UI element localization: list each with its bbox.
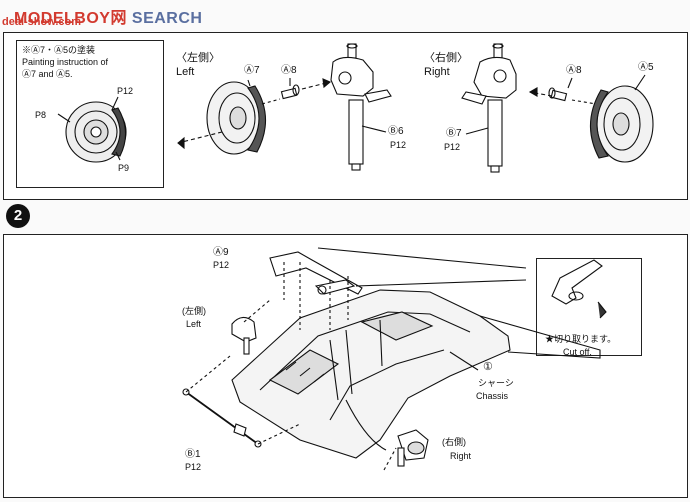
inset-leader-p12 [111, 96, 119, 111]
right-mount-en: Right [450, 451, 472, 461]
left-mount-jp: (左側) [182, 306, 206, 316]
inset-brake-disc-icon [65, 101, 127, 163]
inset-leader-p8 [57, 113, 71, 123]
right-label-jp: 〈右側〉 [424, 52, 468, 64]
cut-detail-leaders [317, 247, 527, 287]
inset-callout-p9: P9 [118, 163, 130, 173]
left-part-b6: Ⓑ6 [388, 126, 404, 137]
left-hub-icon [231, 316, 257, 355]
right-hub-icon [397, 429, 429, 467]
paint-b1: P12 [185, 462, 202, 472]
left-knuckle-icon [330, 43, 392, 171]
left-part-a7: Ⓐ7 [244, 65, 260, 76]
right-bolt-leader [571, 99, 597, 105]
left-part-a8: Ⓐ8 [281, 65, 297, 76]
part-a9: Ⓐ9 [213, 247, 229, 258]
b1-drop-lines [185, 355, 301, 445]
chassis-jp: シャーシ [478, 378, 514, 388]
right-part-a5: Ⓐ5 [638, 62, 654, 73]
cut-note-en: Cut off. [563, 347, 592, 357]
part-b1: Ⓑ1 [185, 449, 201, 460]
right-hub-leader [383, 447, 397, 471]
leader-a8-right [567, 77, 573, 89]
watermark-search: SEARCH [131, 10, 203, 27]
leader-b7 [465, 127, 489, 135]
chassis-body-icon [231, 289, 601, 459]
left-brake-disc-icon [206, 81, 267, 155]
step2-number: 2 [6, 204, 30, 228]
right-part-b7: Ⓑ7 [446, 128, 462, 139]
cut-note-jp: ★切り取ります。 [545, 334, 617, 344]
inset-callout-p8: P8 [35, 110, 47, 120]
right-knuckle-icon [461, 43, 517, 173]
inset-title-parts: Ⓐ7 and Ⓐ5. [22, 69, 73, 79]
inset-title-en: Painting instruction of [22, 57, 109, 67]
right-brake-disc-icon [589, 85, 654, 163]
inset-callout-p12: P12 [117, 86, 134, 96]
right-mount-jp: (右側) [442, 437, 466, 447]
watermark-logo: MODELBOY网 SEARCH [14, 4, 202, 28]
left-label-en: Left [176, 66, 195, 78]
cut-detail-part-icon [551, 259, 607, 319]
left-paint-b6: P12 [390, 140, 407, 150]
a9-drop-lines [283, 262, 349, 330]
left-bolt-leader [261, 98, 281, 105]
leader-b6 [361, 125, 387, 133]
watermark-sub: deal-show.com [2, 16, 82, 28]
inset-title-jp: ※Ⓐ7・Ⓐ5の塗装 [22, 45, 96, 55]
chassis-leader [449, 351, 479, 371]
a9-bracket-icon [269, 251, 363, 295]
left-mount-en: Left [186, 319, 202, 329]
leader-a7 [247, 79, 251, 87]
chassis-number: ① [483, 361, 493, 373]
left-disc-arrow [177, 131, 223, 144]
right-bolt-icon [548, 87, 568, 102]
right-paint-b7: P12 [444, 142, 461, 152]
chassis-en: Chassis [476, 391, 509, 401]
left-label-jp: 〈左側〉 [176, 52, 220, 64]
watermark-brand: MODELBOY网 [14, 10, 127, 27]
inset-leader-p9 [115, 151, 121, 161]
right-label-en: Right [424, 66, 450, 78]
paint-a9: P12 [213, 260, 230, 270]
right-bolt-arrow [529, 91, 553, 97]
left-bolt-icon [280, 84, 300, 100]
leader-a5 [634, 74, 646, 91]
right-part-a8: Ⓐ8 [566, 65, 582, 76]
